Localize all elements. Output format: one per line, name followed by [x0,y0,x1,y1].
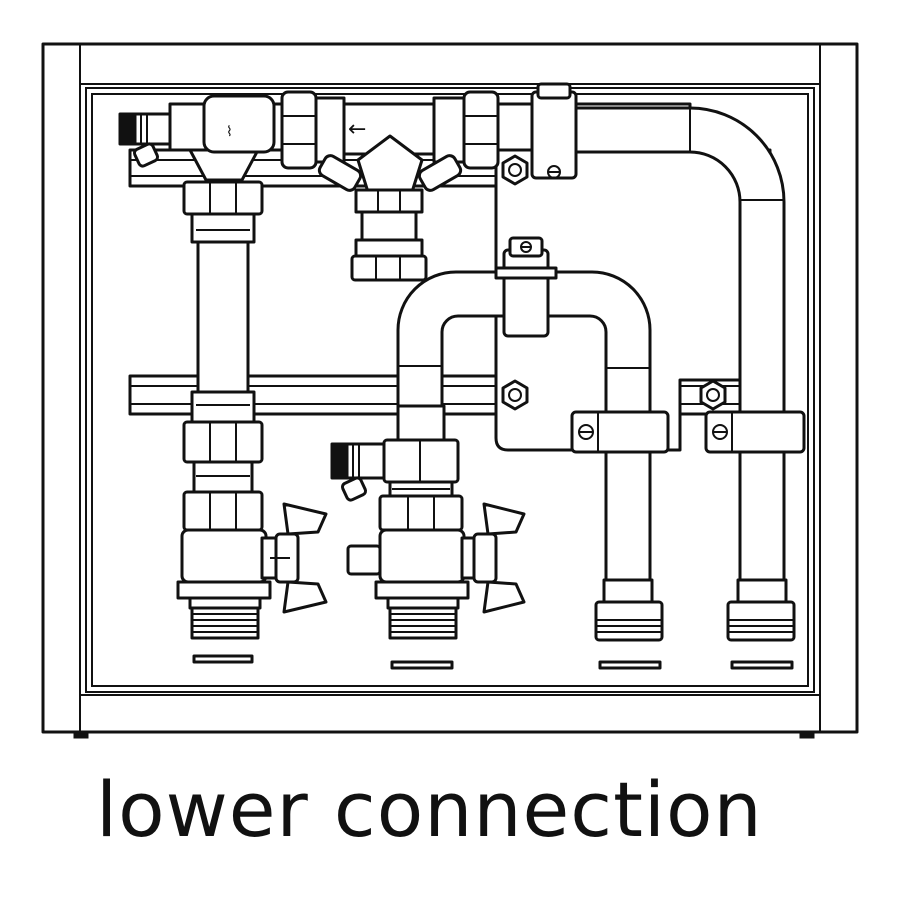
connection-markers [192,654,794,670]
center-valve-block: ← [280,90,500,282]
foot-left [73,731,89,739]
svg-text:⌇: ⌇ [226,124,233,140]
hydraulic-unit-diagram: ⌇ [41,42,859,739]
right-pipe-2 [704,410,806,642]
center-lower-fittings [330,404,464,532]
connection-marker-4 [730,660,794,670]
left-riser-pipe [182,180,264,532]
plate-nut-right [699,379,727,411]
riser-elbow-pipe [573,106,786,422]
connection-marker-1 [192,654,254,664]
left-ball-valve [176,502,328,640]
flow-arrow-icon: ← [348,117,366,142]
connection-marker-2 [390,660,454,670]
connection-marker-3 [598,660,662,670]
foot-right [799,731,815,739]
plate-nut-top [501,154,529,186]
center-ball-valve [346,502,526,640]
pipe-clamp-center [494,236,558,338]
top-left-valve: ⌇ [118,94,276,182]
plate-nut-left [501,379,529,411]
u-bend-pipe [396,270,652,422]
right-pipe-1 [570,410,670,642]
caption-text: lower connection [96,765,763,854]
pipe-clamp-top [530,82,578,180]
